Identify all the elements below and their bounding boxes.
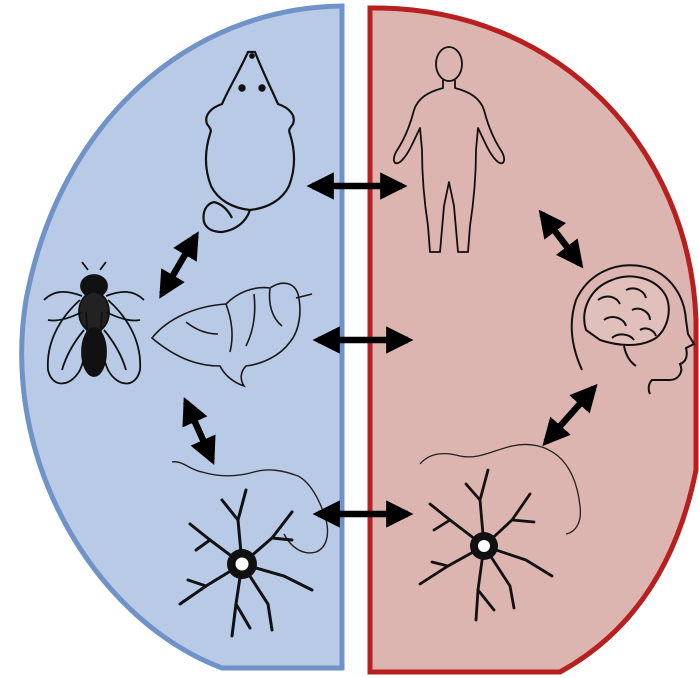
- diagram-canvas: [0, 0, 699, 678]
- translational-diagram: [0, 0, 699, 678]
